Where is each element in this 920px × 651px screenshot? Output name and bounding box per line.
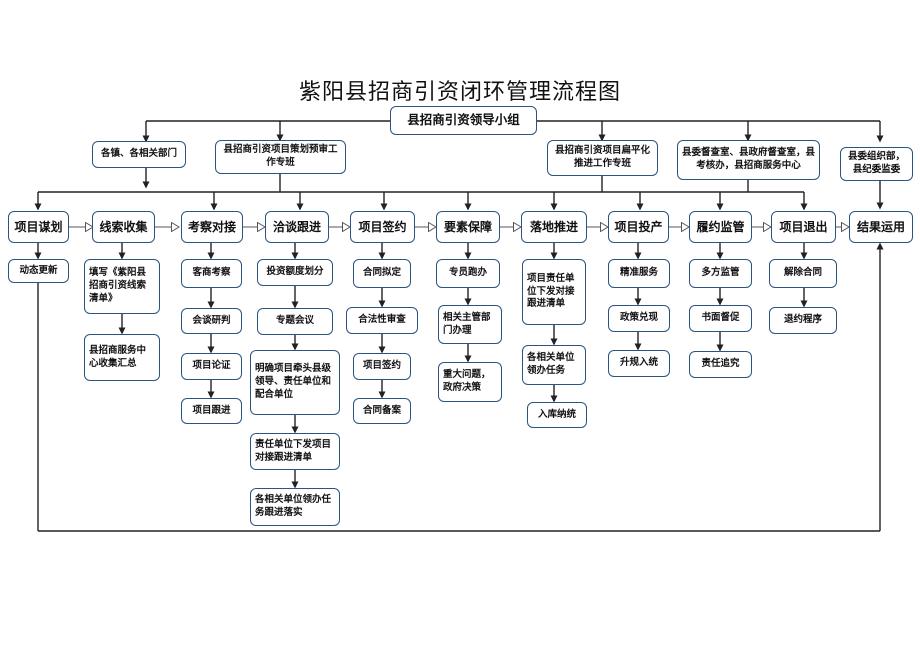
step-landing-list: 项目责任单位下发对接跟进清单 (522, 259, 586, 325)
step-fill-clue-list: 填写《紫阳县招商引资线索清单》 (84, 259, 160, 314)
stage-inspection: 考察对接 (181, 211, 243, 243)
leader-group-box: 县招商引资领导小组 (390, 106, 537, 135)
supervision-offices-box: 县委督查室、县政府督查室，县考核办，县招商服务中心 (677, 140, 820, 180)
stage-clue-collection: 线索收集 (92, 211, 155, 243)
stage-exit: 项目退出 (771, 211, 836, 243)
step-statistics-entry: 入库纳统 (527, 402, 587, 428)
step-accountability: 责任追究 (689, 351, 752, 378)
planning-task-force-box: 县招商引资项目策划预审工作专班 (215, 140, 346, 174)
step-exit-procedure: 退约程序 (769, 307, 837, 334)
stage-landing: 落地推进 (521, 211, 587, 243)
step-written-urge: 书面督促 (689, 305, 752, 332)
step-center-collect: 县招商服务中心收集汇总 (84, 334, 160, 381)
step-meeting-review: 会谈研判 (181, 308, 242, 334)
stage-supervision: 履约监管 (689, 211, 752, 243)
step-assign-leaders: 明确项目牵头县级领导、责任单位和配合单位 (250, 350, 340, 415)
organization-discipline-box: 县委组织部，县纪委监委 (840, 147, 913, 181)
stage-production: 项目投产 (608, 211, 669, 243)
step-landing-tasks: 各相关单位领办任务 (522, 345, 586, 385)
flat-task-force-box: 县招商引资项目扁平化推进工作专班 (547, 140, 658, 176)
step-contract-draft: 合同拟定 (353, 259, 411, 288)
towns-departments-box: 各镇、各相关部门 (92, 141, 186, 168)
step-multi-supervision: 多方监管 (689, 259, 752, 288)
step-dept-handle: 相关主管部门办理 (438, 305, 502, 344)
step-issue-follow-list: 责任单位下发项目对接跟进清单 (250, 433, 340, 470)
step-terminate-contract: 解除合同 (769, 259, 837, 288)
page-title: 紫阳县招商引资闭环管理流程图 (298, 80, 621, 105)
step-investment-split: 投资额度划分 (257, 259, 333, 286)
step-dynamic-update: 动态更新 (8, 259, 69, 283)
stage-signing: 项目签约 (350, 211, 415, 243)
step-policy-fulfill: 政策兑现 (608, 305, 670, 332)
step-legality-review: 合法性审查 (346, 307, 418, 334)
stage-result-use: 结果运用 (849, 211, 913, 243)
stage-negotiation: 洽谈跟进 (265, 211, 329, 243)
step-contract-filing: 合同备案 (353, 398, 411, 424)
step-scale-up: 升规入统 (608, 350, 670, 377)
step-precise-service: 精准服务 (608, 259, 670, 288)
step-merchant-visit: 客商考察 (181, 259, 242, 288)
step-special-meeting: 专题会议 (257, 308, 333, 335)
step-project-sign: 项目签约 (353, 353, 411, 380)
stage-project-planning: 项目谋划 (8, 211, 69, 243)
step-specialist-run: 专员跑办 (436, 259, 500, 288)
step-project-demo: 项目论证 (181, 353, 242, 380)
step-project-follow: 项目跟进 (181, 398, 242, 424)
stage-guarantee: 要素保障 (436, 211, 500, 243)
step-units-implement: 各相关单位领办任务跟进落实 (250, 488, 340, 526)
step-gov-decision: 重大问题，政府决策 (438, 362, 502, 402)
